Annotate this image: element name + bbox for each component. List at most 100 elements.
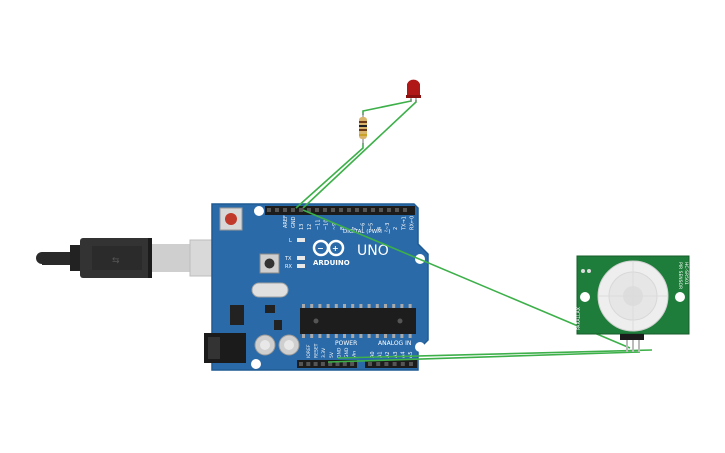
header-pin[interactable] (376, 362, 381, 366)
header-pin[interactable] (400, 362, 405, 366)
header-pin[interactable] (315, 208, 319, 212)
header-pin[interactable] (368, 362, 372, 366)
digital-pin-label: ~6 (360, 223, 366, 230)
gnd-label-top: GND (291, 216, 297, 228)
digital-label: DIGITAL (PWM ~) (343, 229, 390, 235)
header-pin[interactable] (409, 362, 413, 366)
header-pin[interactable] (339, 208, 343, 212)
digital-pin-label: ~11 (315, 219, 321, 230)
chip-pin (359, 304, 363, 308)
header-pin[interactable] (299, 208, 303, 212)
header-pin[interactable] (384, 362, 389, 366)
chip-pin (392, 304, 396, 308)
pir-sensor: PARALLAX HC-SR501 PIR SENSOR (576, 255, 690, 352)
digital-pin-label: 12 (307, 224, 313, 230)
led-rx (297, 264, 305, 268)
digital-pin-label: ~10 (324, 219, 330, 230)
digital-pin-label: TX→1 (401, 216, 407, 231)
power-pin-label: GND (344, 347, 350, 358)
chip-pin (375, 334, 379, 338)
analog-pin-label: A3 (393, 351, 399, 358)
analog-pin-label: A5 (408, 351, 414, 358)
pir-label-right: HC-SR501 (683, 262, 689, 285)
header-pin[interactable] (328, 362, 333, 366)
smd-chip (265, 305, 275, 313)
wire-gnd-pir (337, 349, 653, 359)
header-pin[interactable] (342, 362, 347, 366)
chip-pin (334, 334, 338, 338)
chip-pin (318, 304, 322, 308)
digital-pin-label: RX←0 (410, 216, 416, 230)
power-pin-label: IOREF (306, 344, 312, 358)
digital-pin-label: 7 (352, 227, 358, 230)
pir-label-top: PIR SENSOR (677, 262, 683, 289)
header-pin[interactable] (363, 208, 367, 212)
header-pin[interactable] (392, 362, 397, 366)
model-label: UNO (357, 243, 389, 259)
wire-5v-pir (327, 351, 641, 363)
chip-pin (326, 304, 330, 308)
header-pin[interactable] (347, 208, 351, 212)
header-pin[interactable] (323, 208, 327, 212)
analog-label: ANALOG IN (378, 340, 411, 347)
header-pin[interactable] (331, 208, 335, 212)
power-pin-label: RESET (314, 343, 320, 358)
reset-button-icon[interactable] (219, 207, 243, 231)
led-icon (406, 79, 421, 102)
mount-hole (251, 359, 261, 369)
power-pin-label: 5V (329, 351, 335, 358)
chip-pin (326, 334, 330, 338)
smd-chip (274, 320, 282, 330)
wire-led-pin13 (302, 100, 417, 209)
chip-pin (375, 304, 379, 308)
crystal (251, 282, 289, 298)
analog-pin-label: A4 (400, 351, 406, 358)
chip-pin (408, 304, 412, 308)
header-pin[interactable] (371, 208, 375, 212)
chip-pin (318, 334, 322, 338)
power-pin-label: 3.3V (321, 347, 327, 358)
header-pin[interactable] (395, 208, 399, 212)
voltage-regulator (230, 305, 244, 325)
header-pin[interactable] (267, 208, 271, 212)
analog-pin-label: A2 (385, 351, 391, 358)
header-pin[interactable] (403, 208, 407, 212)
header-pin[interactable] (350, 362, 355, 366)
header-pin[interactable] (335, 362, 340, 366)
header-pin[interactable] (355, 208, 359, 212)
header-pin[interactable] (291, 208, 295, 212)
header-pin[interactable] (307, 208, 311, 212)
header-pin[interactable] (299, 362, 303, 366)
header-pin[interactable] (306, 362, 311, 366)
chip-pin (343, 304, 346, 308)
digital-pin-label: ~3 (385, 223, 391, 230)
chip-pin (351, 304, 355, 308)
rx-label: RX (285, 264, 292, 270)
analog-header (365, 360, 417, 368)
power-pin-label: Vin (352, 351, 358, 358)
chip-pin (367, 304, 371, 308)
led-tx (297, 256, 305, 260)
chip-pin (302, 304, 305, 308)
header-pin[interactable] (275, 208, 279, 212)
header-pin[interactable] (387, 208, 391, 212)
chip-pin (400, 334, 404, 338)
header-pin[interactable] (313, 362, 318, 366)
svg-text:+: + (332, 244, 339, 253)
power-header (297, 360, 357, 368)
header-pin[interactable] (320, 362, 325, 366)
usb-cable-icon: ⇆ (36, 238, 245, 278)
chip-pin (359, 334, 363, 338)
header-pin[interactable] (379, 208, 383, 212)
digital-pin-label: ~5 (369, 223, 375, 230)
chip-pin (351, 334, 355, 338)
led-l (297, 238, 305, 242)
led-l-label: L (289, 238, 292, 244)
chip-pin (384, 304, 387, 308)
chip-pin (302, 334, 305, 338)
header-pin[interactable] (283, 208, 287, 212)
chip-pin (408, 334, 412, 338)
tx-label: TX (284, 256, 292, 262)
